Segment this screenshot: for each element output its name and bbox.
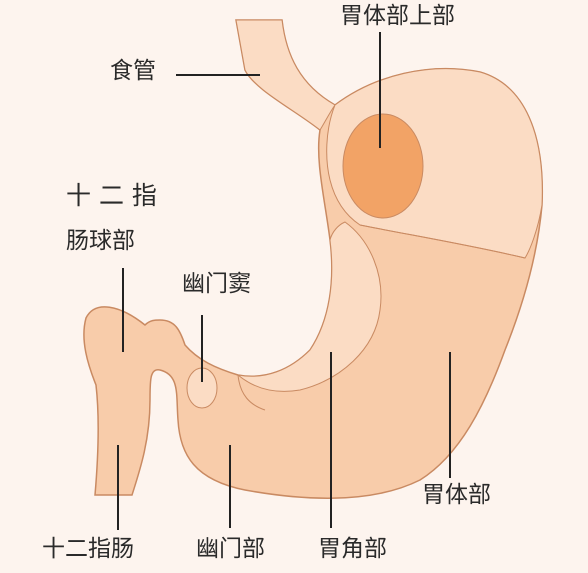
label-upper-body: 胃体部上部 [340,3,455,29]
gastric-spot [342,113,424,219]
body-division-line [359,224,526,259]
angular-region [236,221,382,392]
esophagus-shape [235,19,336,131]
label-pyloric-antrum: 幽门窦 [182,271,251,297]
label-duodenal-bulb-line2: 肠球部 [66,228,135,254]
label-body: 胃体部 [422,482,491,508]
label-duodenum: 十二指肠 [42,536,134,562]
label-angular: 胃角部 [318,536,387,562]
label-pylorus: 幽门部 [196,536,265,562]
pylorus-division-line [237,374,266,411]
label-duodenal-bulb-line1: 十 二 指 [66,181,157,210]
label-esophagus: 食管 [110,58,156,84]
